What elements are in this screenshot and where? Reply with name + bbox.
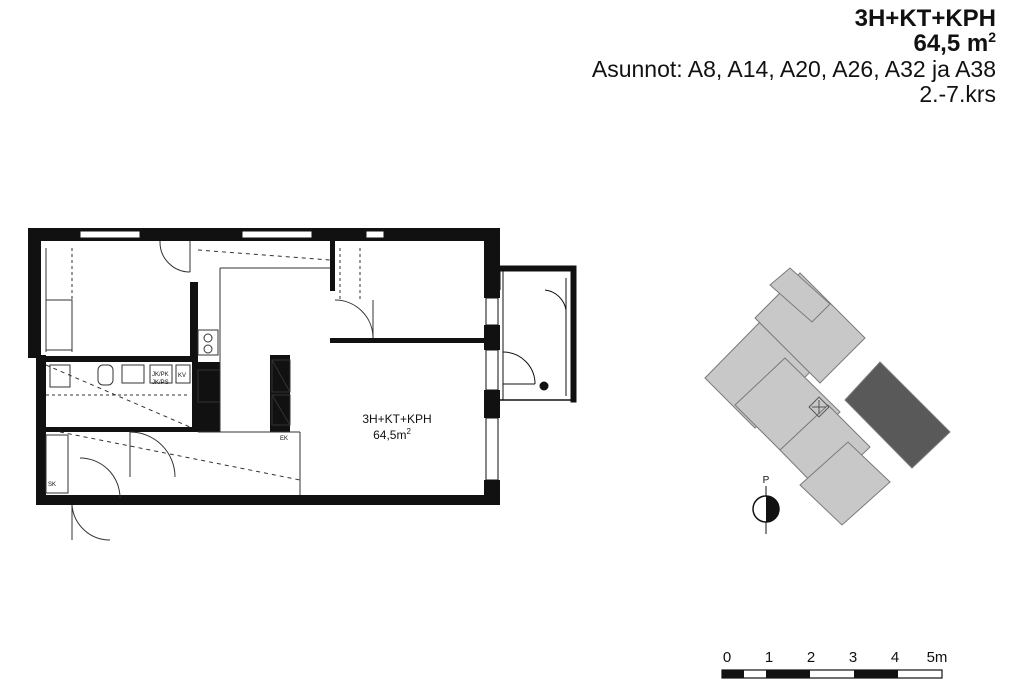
apartment-area: 64,5 m2 — [592, 29, 996, 58]
label-jk-ps: JK/PS — [152, 380, 169, 386]
windows-top — [79, 230, 385, 239]
north-label: P — [763, 475, 770, 486]
label-ek: EK — [280, 436, 288, 442]
building-key-map — [704, 267, 951, 526]
apartment-area-sup: 2 — [988, 29, 996, 46]
scale-tick-label: 4 — [891, 649, 899, 666]
interior-walls — [41, 241, 485, 432]
windows-right — [485, 297, 499, 481]
room-area-value: 64,5m — [373, 428, 406, 442]
scale-tick-label: 0 — [723, 649, 731, 666]
label-kv: KV — [178, 373, 186, 379]
apartment-units: Asunnot: A8, A14, A20, A26, A32 ja A38 — [591, 56, 996, 83]
balcony — [499, 265, 577, 403]
stair-symbol — [808, 396, 830, 418]
scale-bar: 0 1 2 3 4 5m — [721, 649, 948, 679]
room-type-label: 3H+KT+KPH — [362, 412, 431, 426]
interior-details — [45, 240, 374, 541]
apartment-area-value: 64,5 m — [913, 30, 989, 58]
scale-tick-label: 3 — [849, 649, 857, 666]
scale-tick-label: 1 — [765, 649, 773, 666]
plan-header: 3H+KT+KPH 64,5 m2 Asunnot: A8, A14, A20,… — [592, 6, 996, 106]
label-pk: PK — [275, 396, 283, 402]
apartment-floors: 2.-7.krs — [919, 80, 996, 107]
floor-plan: 3H+KT+KPH 64,5m2 KV JK/PK JK/PS PK EK SK — [28, 228, 577, 541]
scale-tick-label: 2 — [807, 649, 815, 666]
scale-tick-label: 5m — [927, 649, 948, 666]
apartment-type: 3H+KT+KPH — [854, 5, 996, 32]
label-sk: SK — [48, 482, 56, 488]
room-area-sup: 2 — [406, 427, 411, 436]
room-area-label: 64,5m2 — [373, 427, 411, 442]
north-arrow: P — [752, 475, 780, 534]
scale-tick-labels: 0 1 2 3 4 5m — [723, 649, 948, 666]
label-jk-pk: JK/PK — [152, 372, 169, 378]
